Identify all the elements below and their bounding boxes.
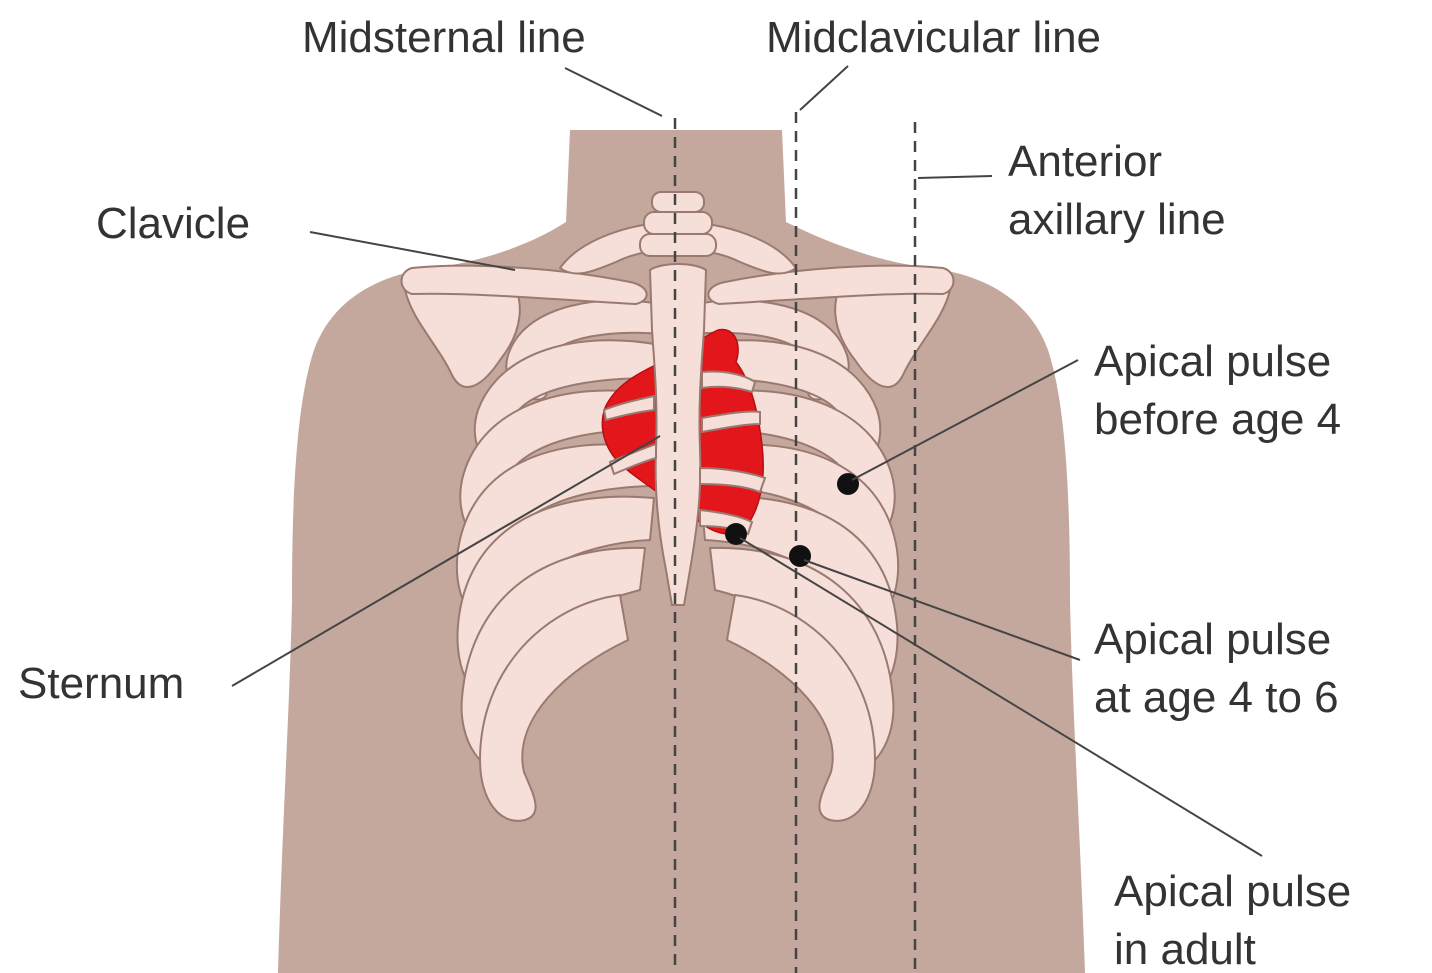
pulse-point-adult — [725, 523, 747, 545]
label-apical-adult-line2: in adult — [1114, 925, 1256, 973]
label-sternum: Sternum — [18, 659, 184, 708]
pulse-point-age-4-to-6 — [789, 545, 811, 567]
label-apical-before-4-line1: Apical pulse — [1094, 337, 1331, 386]
label-midsternal-line: Midsternal line — [302, 13, 586, 62]
leader-midsternal — [565, 68, 662, 116]
label-apical-adult-line1: Apical pulse — [1114, 867, 1351, 916]
leader-anterior-axillary — [918, 176, 992, 178]
label-apical-4-to-6-line1: Apical pulse — [1094, 615, 1331, 664]
label-clavicle: Clavicle — [96, 199, 250, 248]
vertebra-3 — [640, 234, 716, 256]
pulse-point-before-age-4 — [837, 473, 859, 495]
leader-midclavicular — [800, 66, 848, 110]
label-apical-4-to-6-line2: at age 4 to 6 — [1094, 673, 1339, 722]
label-apical-before-4-line2: before age 4 — [1094, 395, 1341, 444]
label-anterior-axillary-line-1: Anterior — [1008, 137, 1162, 186]
vertebra-2 — [644, 212, 712, 234]
label-anterior-axillary-line-2: axillary line — [1008, 195, 1226, 244]
leader-clavicle — [310, 232, 515, 270]
vertebra-1 — [652, 192, 704, 212]
label-midclavicular-line: Midclavicular line — [766, 13, 1101, 62]
